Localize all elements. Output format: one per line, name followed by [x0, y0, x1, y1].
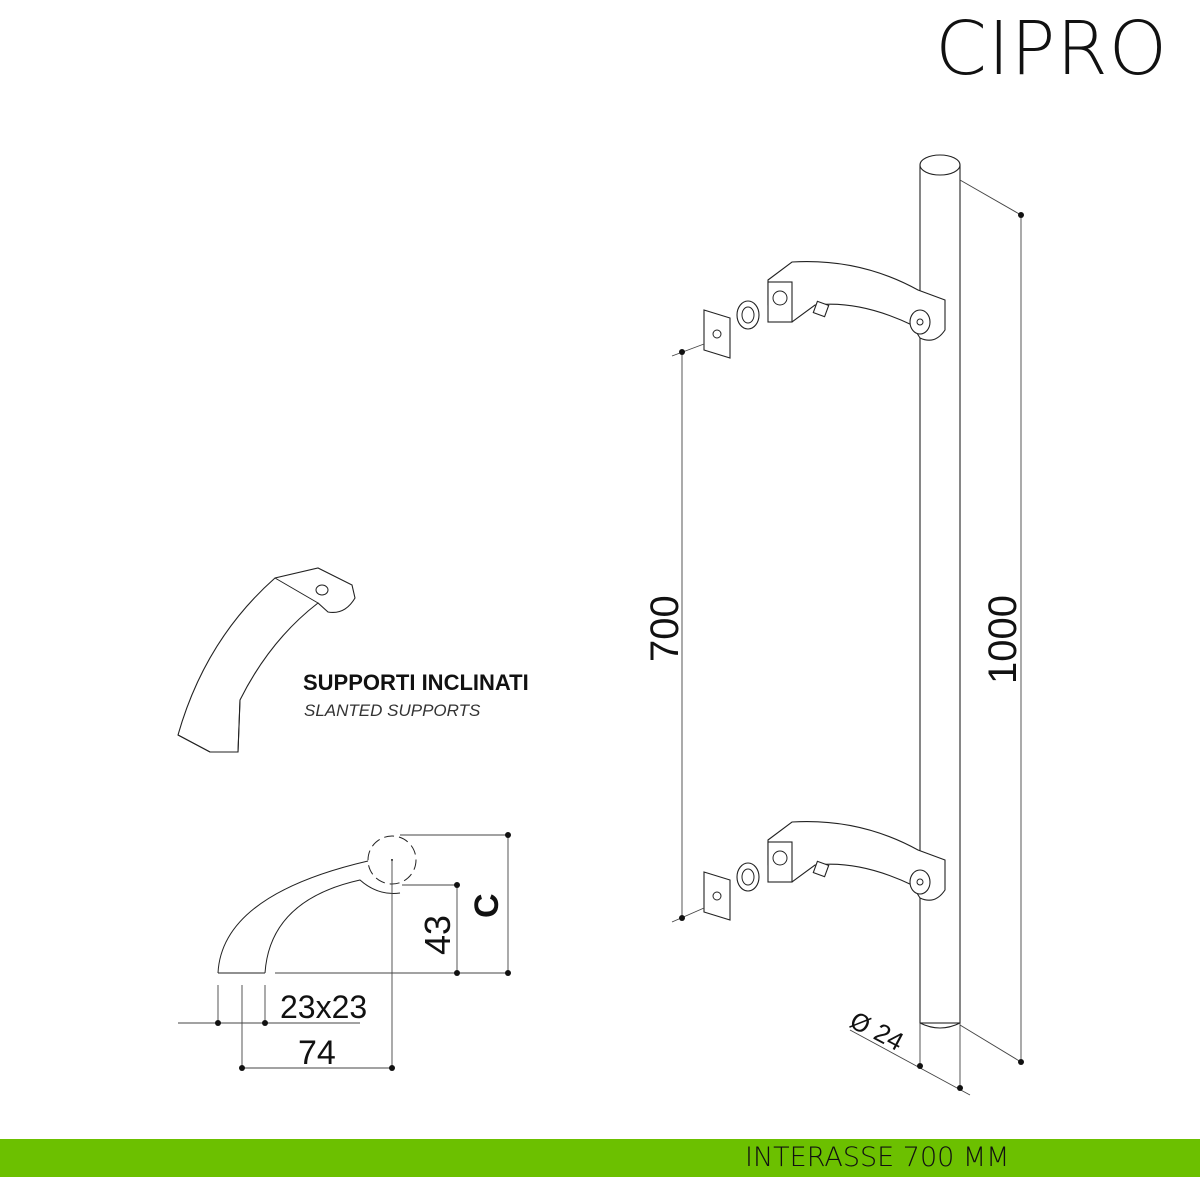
dimension-1000: 1000 [959, 179, 1025, 1065]
footer-interaxis-text: INTERASSE 700 MM [745, 1142, 1010, 1173]
dimension-700-label: 700 [643, 595, 687, 662]
c-label: C [468, 893, 506, 918]
slanted-support-illustration [177, 567, 356, 753]
height-43-label: 43 [417, 915, 458, 955]
supports-title-it: SUPPORTI INCLINATI [303, 670, 529, 695]
support-profile [178, 832, 511, 1071]
bottom-support-assembly [703, 821, 946, 921]
footer-bar: INTERASSE 700 MM [0, 1139, 1200, 1177]
dimension-1000-label: 1000 [981, 595, 1025, 684]
section-23x23-label: 23x23 [280, 989, 367, 1025]
product-title: CIPRO [935, 6, 1168, 92]
diameter-label: 24 [869, 1017, 909, 1057]
diameter-symbol: Ø [845, 1007, 875, 1041]
dimension-700: 700 [643, 343, 705, 923]
top-support-assembly [703, 261, 946, 359]
depth-74-label: 74 [298, 1034, 336, 1072]
supports-subtitle-en: SLANTED SUPPORTS [304, 701, 481, 720]
